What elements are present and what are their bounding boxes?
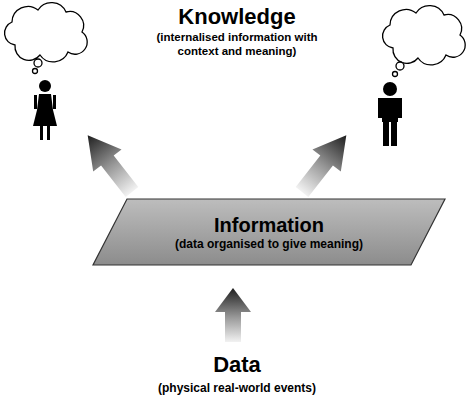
up-arrow (215, 288, 251, 342)
up-left-arrow (73, 124, 146, 203)
band-title: Information (109, 213, 429, 237)
subheading: (physical real-world events) (107, 381, 367, 395)
band-subtitle: (data organised to give meaning) (109, 237, 429, 251)
subheading: (internalised information with context a… (151, 31, 323, 59)
man-figure (378, 82, 402, 146)
heading: Knowledge (127, 4, 347, 30)
thought-bubble (383, 6, 466, 77)
woman-figure (33, 80, 57, 140)
parallelogram-band: Information(data organised to give meani… (92, 198, 446, 266)
thought-bubble (5, 3, 88, 74)
up-right-arrow (288, 124, 361, 203)
heading: Data (137, 352, 337, 378)
